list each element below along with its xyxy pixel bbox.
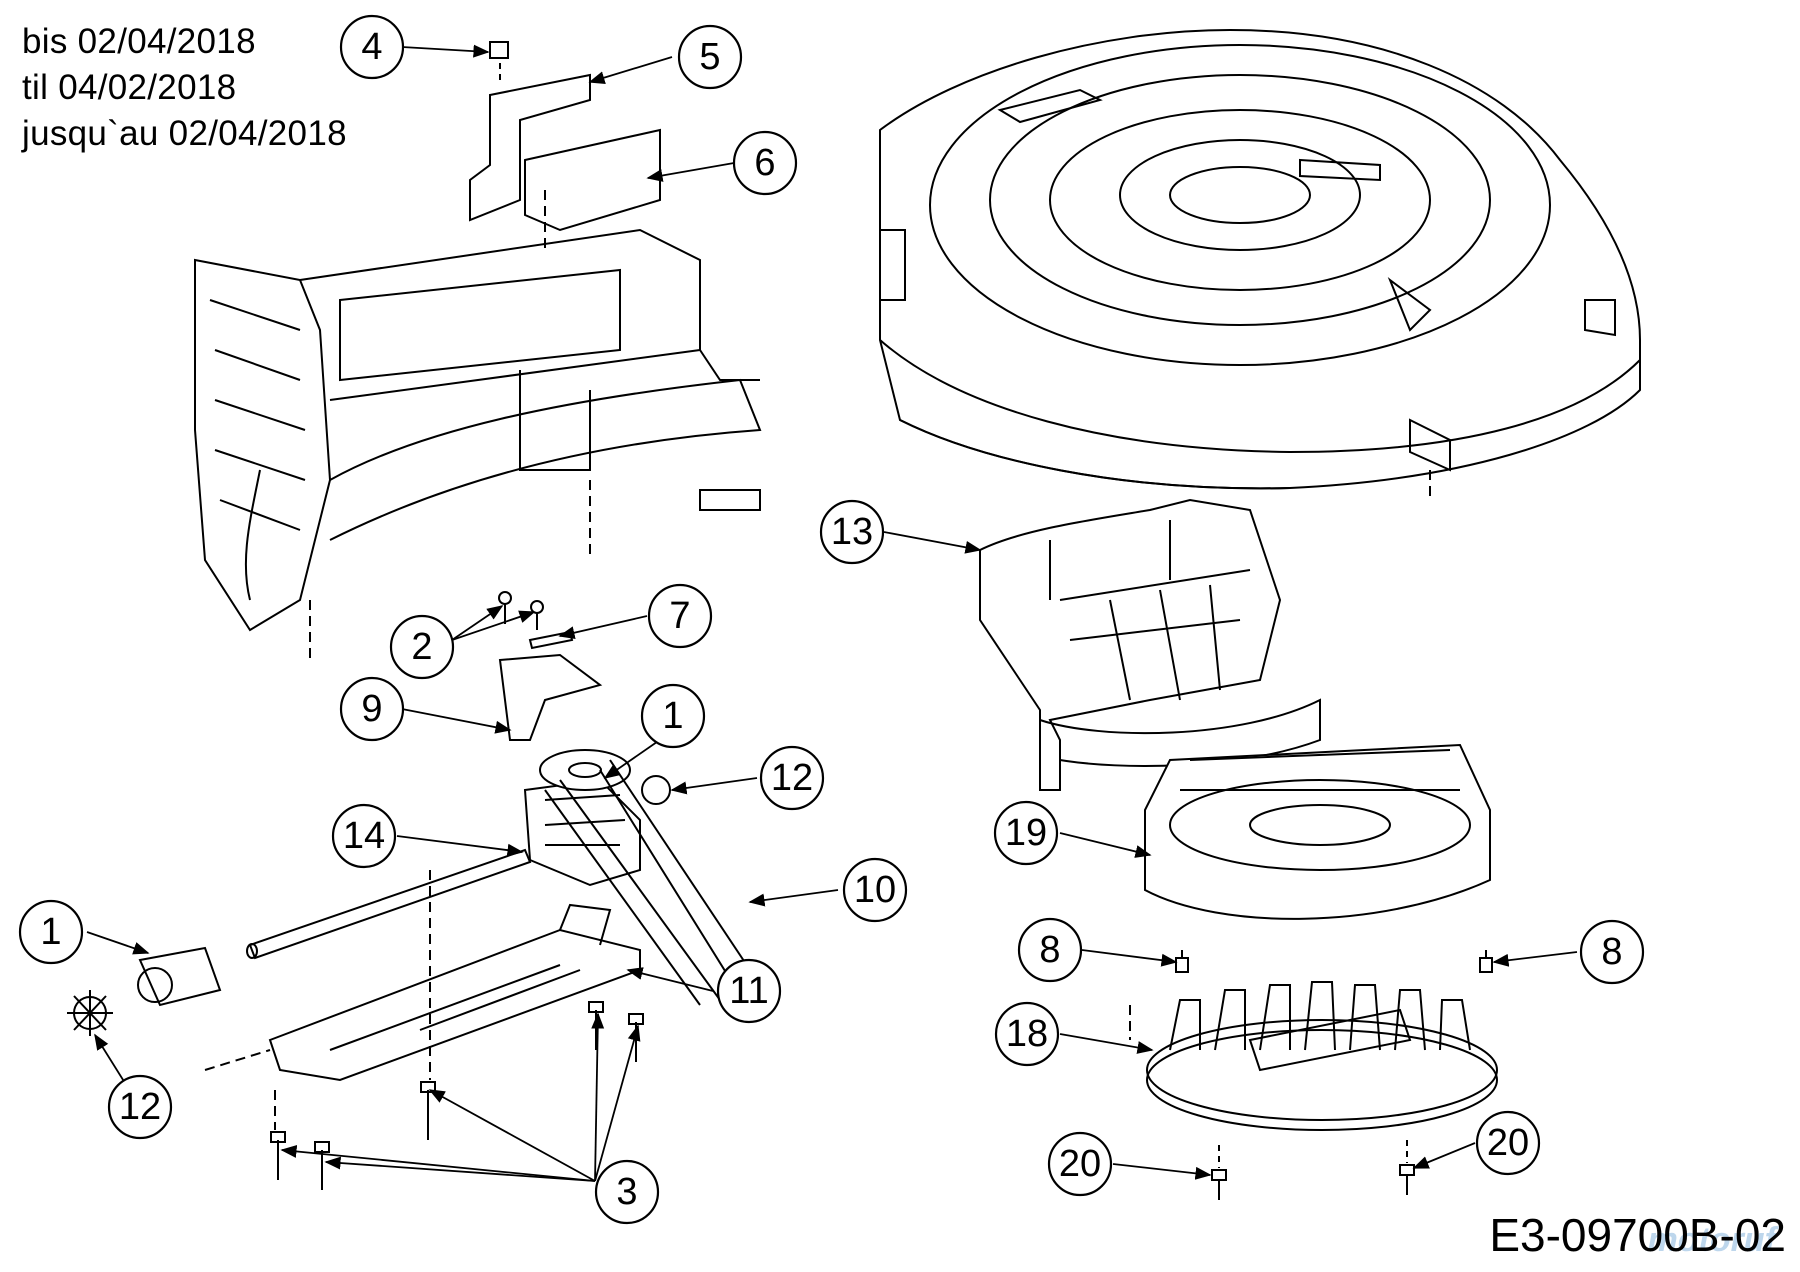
validity-date-fr: jusqu`au 02/04/2018 <box>22 114 347 153</box>
callout-18: 18 <box>994 1001 1060 1067</box>
svg-text:5: 5 <box>699 36 720 78</box>
callout-14: 14 <box>331 803 397 869</box>
callout-12-lower: 12 <box>107 1074 173 1140</box>
svg-text:7: 7 <box>669 595 690 637</box>
mower-deck-part <box>879 28 1641 500</box>
callout-20-left: 20 <box>1047 1131 1113 1197</box>
svg-text:1: 1 <box>662 695 683 737</box>
svg-text:20: 20 <box>1487 1122 1529 1164</box>
callout-2: 2 <box>389 614 455 680</box>
svg-text:10: 10 <box>854 869 896 911</box>
svg-text:1: 1 <box>40 911 61 953</box>
svg-text:19: 19 <box>1005 812 1047 854</box>
svg-text:8: 8 <box>1039 929 1060 971</box>
callout-4: 4 <box>339 14 405 80</box>
callout-8-left: 8 <box>1017 917 1083 983</box>
callouts: 4 5 6 2 7 9 1 12 14 10 1 11 12 3 13 19 8… <box>18 14 1645 1225</box>
callout-1-upper: 1 <box>640 683 706 749</box>
callout-7: 7 <box>647 583 713 649</box>
drive-assembly-part <box>67 591 761 1190</box>
svg-text:20: 20 <box>1059 1143 1101 1185</box>
callout-12-upper: 12 <box>759 745 825 811</box>
svg-text:9: 9 <box>361 688 382 730</box>
drawing-code: E3-09700B-02 <box>1489 1209 1786 1261</box>
svg-text:11: 11 <box>729 970 768 1012</box>
fan-assembly-part <box>979 498 1498 1200</box>
leader-lines <box>86 44 1578 1182</box>
watermark-logo: motoruf <box>1647 1221 1776 1259</box>
svg-text:4: 4 <box>361 26 382 68</box>
svg-text:14: 14 <box>343 815 385 857</box>
svg-text:6: 6 <box>754 142 775 184</box>
callout-19: 19 <box>993 800 1059 866</box>
callout-20-right: 20 <box>1475 1110 1541 1176</box>
svg-text:12: 12 <box>771 757 813 799</box>
frame-housing-part <box>194 41 762 660</box>
svg-text:2: 2 <box>411 626 432 668</box>
callout-5: 5 <box>677 24 743 90</box>
callout-1-lower: 1 <box>18 899 84 965</box>
callout-3: 3 <box>594 1159 660 1225</box>
callout-10: 10 <box>842 857 908 923</box>
callout-11: 11 <box>716 958 782 1024</box>
validity-date-da: til 04/02/2018 <box>22 68 237 107</box>
svg-text:13: 13 <box>831 511 873 553</box>
validity-date-de: bis 02/04/2018 <box>22 22 256 61</box>
callout-6: 6 <box>732 130 798 196</box>
svg-text:8: 8 <box>1601 931 1622 973</box>
callout-9: 9 <box>339 676 405 742</box>
callout-13: 13 <box>819 499 885 565</box>
svg-text:12: 12 <box>119 1086 161 1128</box>
svg-text:18: 18 <box>1006 1013 1048 1055</box>
callout-8-right: 8 <box>1579 919 1645 985</box>
svg-text:3: 3 <box>616 1171 637 1213</box>
